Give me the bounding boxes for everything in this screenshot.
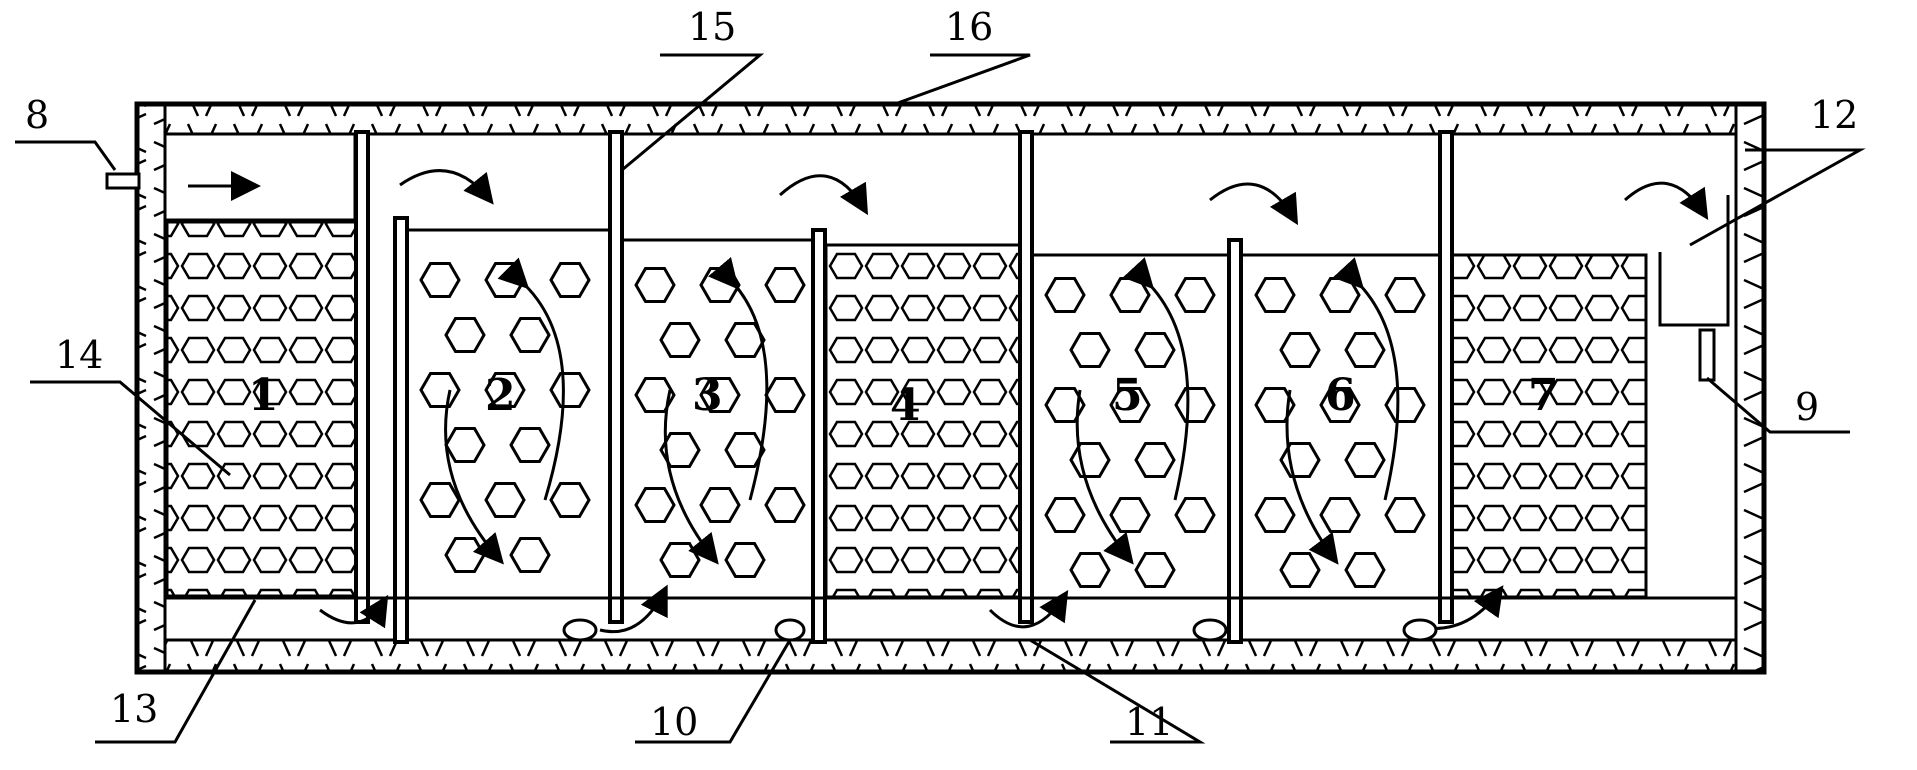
media-hexagon: [1044, 277, 1086, 313]
media-hexagon: [509, 427, 551, 463]
partition-walls: [163, 130, 1736, 644]
media-hexagon: [699, 267, 741, 303]
media-hexagon: [1174, 387, 1216, 423]
media-hexagon: [1279, 552, 1321, 588]
media-hexagon: [659, 322, 701, 358]
media-hexagon: [659, 542, 701, 578]
media-hexagon: [1109, 387, 1151, 423]
media-hexagon: [1044, 497, 1086, 533]
media-hexagon: [484, 262, 526, 298]
callout-9: 9: [1795, 385, 1819, 429]
media-hexagon: [1069, 442, 1111, 478]
media-hexagon: [444, 537, 486, 573]
media-zone-7: [1444, 253, 1648, 599]
flow-arrows: [319, 169, 1709, 634]
media-hexagon: [1319, 497, 1361, 533]
media-hexagon: [699, 487, 741, 523]
media-hexagon: [1109, 277, 1151, 313]
media-hexagon: [1384, 277, 1426, 313]
media-hexagon: [659, 432, 701, 468]
outlet-pipe: [1698, 328, 1716, 382]
media-hexagon: [1384, 497, 1426, 533]
media-hexagon: [549, 262, 591, 298]
media-hexagon: [1344, 332, 1386, 368]
media-hexagon: [1319, 387, 1361, 423]
sparse-media-chambers: [419, 262, 1426, 588]
media-hexagon: [1134, 552, 1176, 588]
media-hexagon: [699, 377, 741, 413]
media-hexagon: [549, 372, 591, 408]
media-hexagon: [1384, 387, 1426, 423]
media-hexagon: [509, 537, 551, 573]
chamber-4-label: 4: [890, 380, 921, 431]
media-hexagon: [1344, 552, 1386, 588]
media-zone-1: [165, 220, 359, 598]
callout-15: 15: [688, 5, 736, 49]
media-hexagon: [1069, 552, 1111, 588]
media-hexagon: [1044, 387, 1086, 423]
media-hexagon: [1134, 442, 1176, 478]
aerators: [562, 618, 1438, 642]
callout-10: 10: [650, 700, 698, 744]
media-hexagon: [634, 377, 676, 413]
media-hexagon: [444, 317, 486, 353]
media-hexagon: [484, 372, 526, 408]
chamber-5-label: 5: [1112, 370, 1143, 421]
chamber-2-label: 2: [485, 370, 516, 421]
media-hexagon: [634, 267, 676, 303]
chamber-7-label: 7: [1528, 370, 1559, 421]
chamber-6-label: 6: [1325, 370, 1356, 421]
callout-16: 16: [945, 5, 993, 49]
media-hexagon: [509, 317, 551, 353]
media-hexagon: [1109, 497, 1151, 533]
media-hexagon: [1069, 332, 1111, 368]
media-hexagon: [724, 322, 766, 358]
callout-14: 14: [55, 333, 103, 377]
media-hexagon: [1344, 442, 1386, 478]
callout-12: 12: [1810, 93, 1858, 137]
media-hexagon: [1254, 497, 1296, 533]
media-hexagon: [419, 262, 461, 298]
media-hexagon: [444, 427, 486, 463]
media-hexagon: [724, 542, 766, 578]
inlet-pipe: [105, 171, 261, 201]
tank-shell: [134, 101, 1767, 675]
callout-8: 8: [25, 93, 49, 137]
media-hexagon: [419, 372, 461, 408]
media-hexagon: [1174, 497, 1216, 533]
media-hexagon: [1134, 332, 1176, 368]
media-zone-4: [824, 243, 1023, 599]
media-hexagon: [1254, 277, 1296, 313]
media-hexagon: [764, 267, 806, 303]
media-hexagon: [1254, 387, 1296, 423]
callout-13: 13: [110, 687, 158, 731]
media-hexagon: [724, 432, 766, 468]
chamber-1-label: 1: [248, 370, 279, 421]
media-hexagon: [1174, 277, 1216, 313]
media-hexagon: [484, 482, 526, 518]
media-hexagon: [419, 482, 461, 518]
chamber-3-label: 3: [692, 370, 723, 421]
media-hexagon: [1279, 332, 1321, 368]
media-hexagon: [764, 377, 806, 413]
callout-11: 11: [1125, 700, 1173, 744]
leader-lines: [15, 53, 1866, 744]
media-hexagon: [1319, 277, 1361, 313]
media-hexagon: [1279, 442, 1321, 478]
media-hexagon: [549, 482, 591, 518]
media-hexagon: [764, 487, 806, 523]
media-hexagon: [634, 487, 676, 523]
